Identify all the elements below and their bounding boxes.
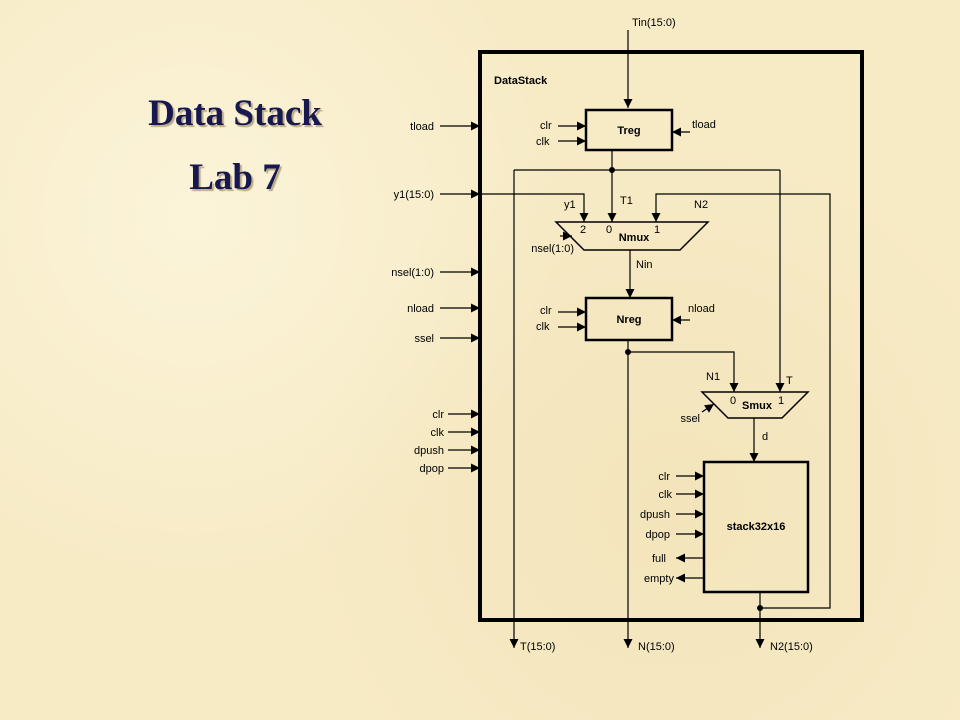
nmux-t1-label: T1	[620, 195, 633, 207]
stack-label: stack32x16	[727, 521, 786, 533]
smux-in0-label: 0	[730, 395, 736, 407]
stack-clr-label: clr	[658, 471, 670, 483]
treg-label: Treg	[617, 125, 640, 137]
smux-n1-label: N1	[706, 371, 720, 383]
nmux-y1-label: y1	[564, 199, 576, 211]
stack-dpush-label: dpush	[640, 509, 670, 521]
input-ssel-label: ssel	[414, 333, 434, 345]
nmux-n2-label: N2	[694, 199, 708, 211]
nreg-label: Nreg	[616, 314, 641, 326]
smux-label: Smux	[742, 400, 773, 412]
nreg-clk-label: clk	[536, 321, 550, 333]
d-label: d	[762, 431, 768, 443]
nreg-clr-label: clr	[540, 305, 552, 317]
stack-clk-label: clk	[659, 489, 673, 501]
smux-in1-label: 1	[778, 395, 784, 407]
nmux-in2-label: 2	[580, 224, 586, 236]
title-line-1: Data Stack	[148, 93, 322, 134]
stack-block	[702, 460, 810, 594]
input-nload-label: nload	[407, 303, 434, 315]
stack-dpop-label: dpop	[646, 529, 670, 541]
output-n2-label: N2(15:0)	[770, 641, 813, 653]
input-tload-label: tload	[410, 121, 434, 133]
input-clk-label: clk	[431, 427, 445, 439]
n2-feedback-wire	[651, 193, 831, 609]
output-t-label: T(15:0)	[520, 641, 555, 653]
input-clr-label: clr	[432, 409, 444, 421]
nmux-in0-label: 0	[606, 224, 612, 236]
input-dpop-label: dpop	[420, 463, 444, 475]
smux-sel-wire	[701, 403, 715, 413]
input-tin-label: Tin(15:0)	[632, 17, 676, 29]
n1-wire	[628, 351, 739, 392]
n2-bus-junction	[757, 605, 763, 611]
input-nsel-label: nsel(1:0)	[391, 267, 434, 279]
datastack-module-frame	[478, 50, 864, 622]
nmux-sel-label: nsel(1:0)	[531, 243, 574, 255]
input-y1-label: y1(15:0)	[394, 189, 434, 201]
nreg-nload-label: nload	[688, 303, 715, 315]
treg-clr-label: clr	[540, 120, 552, 132]
output-n-label: N(15:0)	[638, 641, 675, 653]
y1-wire	[480, 193, 589, 222]
nmux-shape	[554, 221, 710, 251]
input-dpush-label: dpush	[414, 445, 444, 457]
smux-shape	[700, 391, 810, 419]
stack-full-label: full	[652, 553, 666, 565]
nmux-label: Nmux	[619, 232, 650, 244]
module-name-label: DataStack	[494, 75, 548, 87]
smux-sel-label: ssel	[680, 413, 700, 425]
stack-empty-label: empty	[644, 573, 674, 585]
nin-label: Nin	[636, 259, 653, 271]
smux-t-label: T	[786, 375, 793, 387]
title-line-2: Lab 7	[189, 157, 281, 198]
treg-tload-label: tload	[692, 119, 716, 131]
nmux-in1-label: 1	[654, 224, 660, 236]
treg-clk-label: clk	[536, 136, 550, 148]
